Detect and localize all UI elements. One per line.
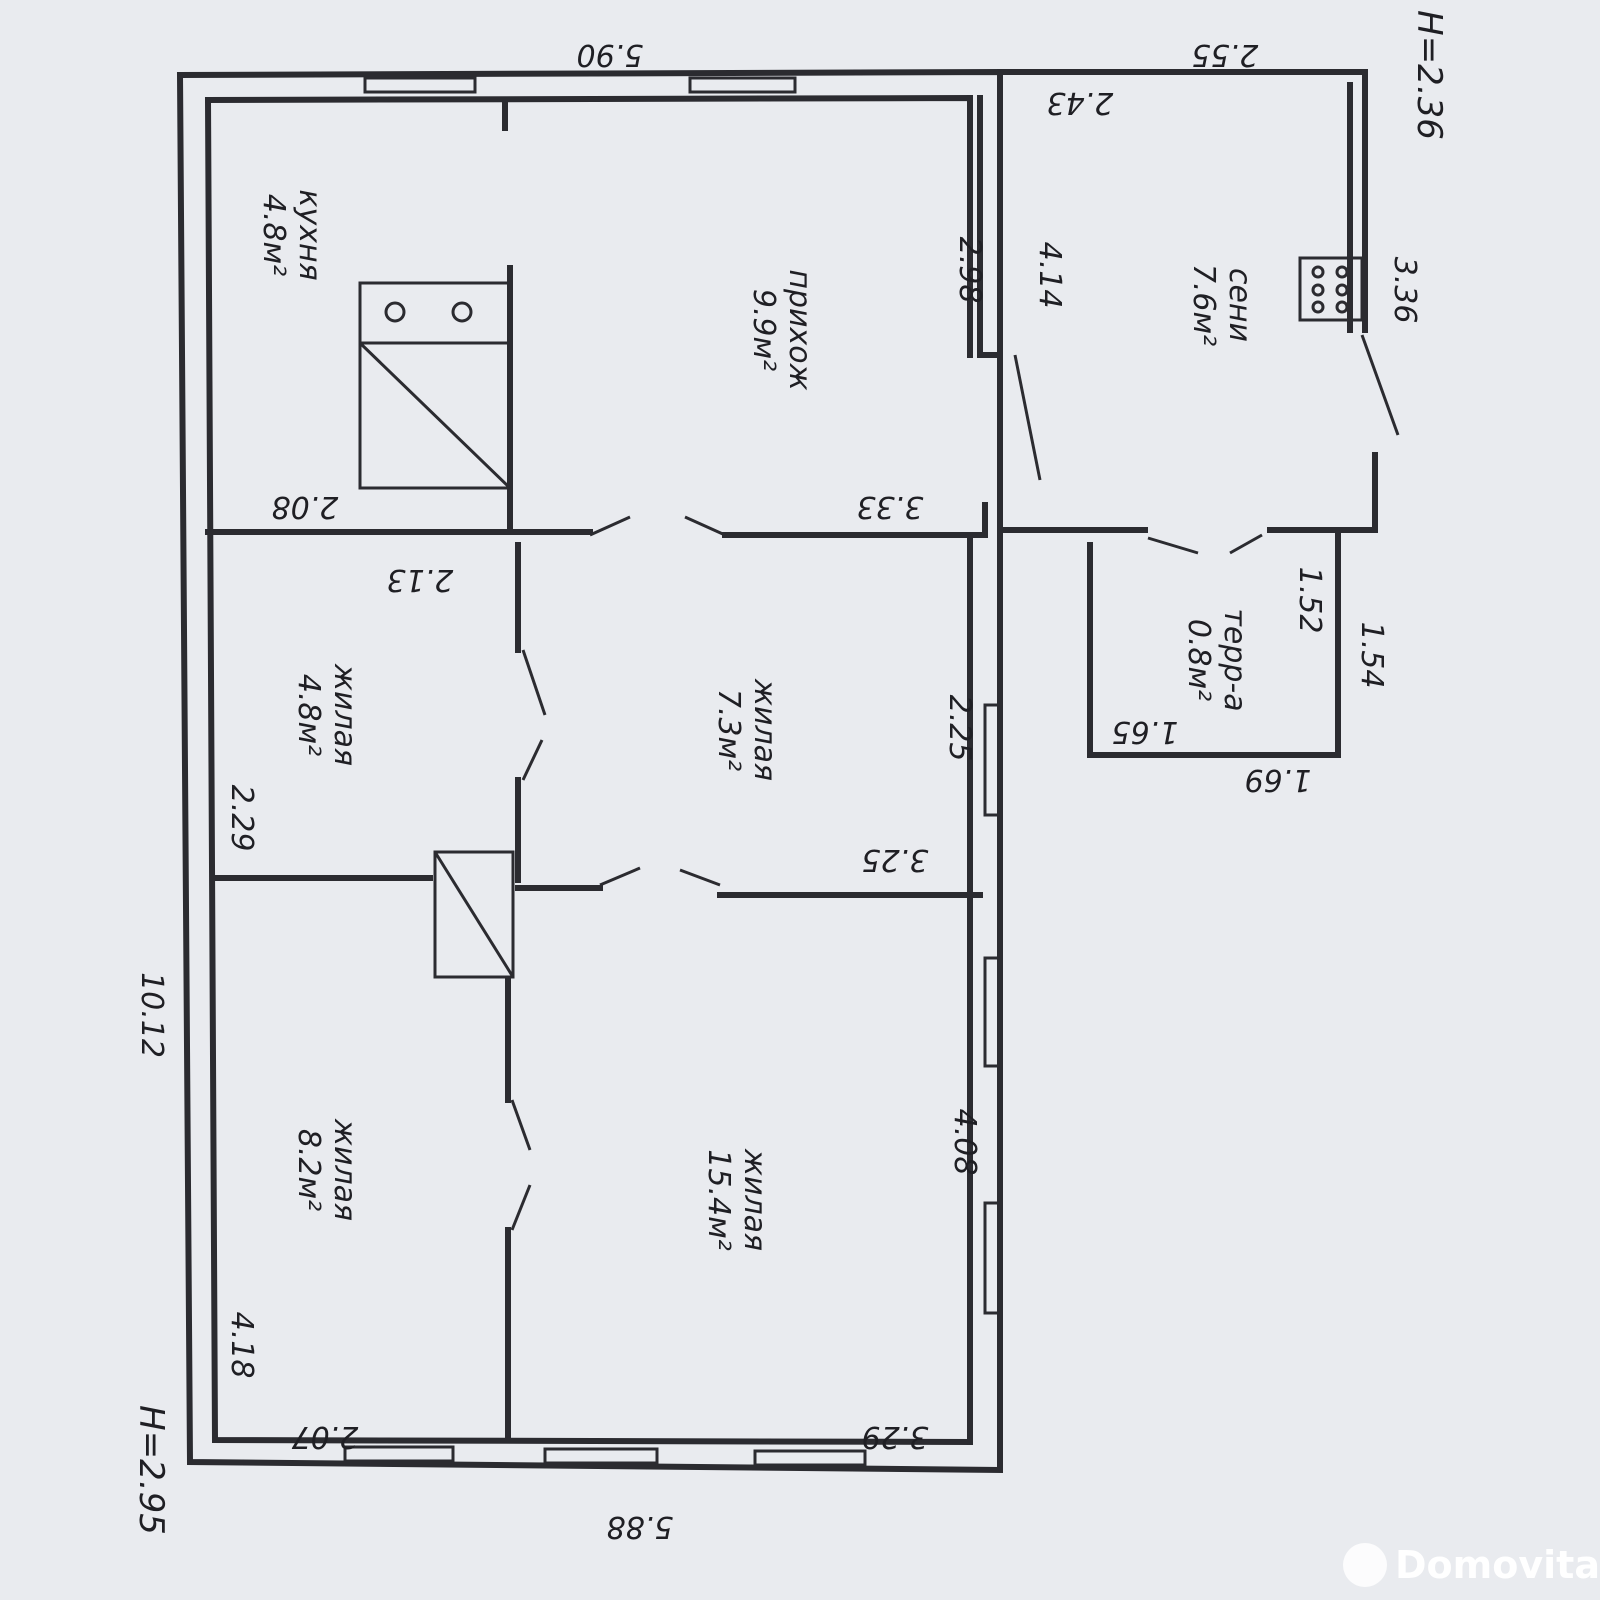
- stove-burner-icon: [1335, 283, 1349, 297]
- room-name: сени: [1222, 268, 1257, 342]
- exterior-wall-main: [176, 68, 1003, 1474]
- window-east-2: [983, 956, 1001, 1068]
- annex-right-lower: [1267, 452, 1378, 533]
- hall-door-left: [589, 515, 631, 537]
- room-name: кухня: [292, 189, 327, 280]
- oven-burner-icon: [451, 301, 473, 323]
- room-name: терр-а: [1217, 608, 1252, 711]
- dim-bottom-main: 5.88: [607, 1509, 674, 1544]
- room-bedroom-nw: жилая 4.8м²: [291, 663, 362, 766]
- room-area: 4.8м²: [256, 194, 291, 276]
- window-east-3: [983, 1201, 1001, 1315]
- window-bottom-2: [543, 1447, 659, 1465]
- window-bottom-1: [343, 1445, 455, 1463]
- ceiling-height-annex: H=2.36: [1409, 10, 1449, 140]
- stove-icon: [1298, 256, 1364, 322]
- mid-se-partition: [515, 885, 983, 898]
- dim-hall-bottom: 3.33: [857, 489, 924, 524]
- dim-kitchen-bottom: 2.08: [272, 489, 339, 524]
- dim-hall-side-a: 2.98: [952, 237, 987, 304]
- stove-burner-icon: [1335, 265, 1349, 279]
- interior-perimeter-line: [204, 94, 973, 1446]
- mid-door-right: [679, 868, 721, 887]
- dim-terr-bottom-a: 1.65: [1112, 714, 1179, 749]
- room-porch: сени 7.6м²: [1186, 264, 1257, 346]
- corridor-door-upper: [521, 649, 547, 716]
- stove-burner-icon: [1311, 265, 1325, 279]
- room-area: 7.6м²: [1186, 264, 1221, 346]
- dim-mid-bottom: 3.25: [862, 842, 929, 877]
- dim-annex-inner: 2.43: [1047, 85, 1114, 120]
- room-name: жилая: [747, 678, 782, 781]
- room-area: 8.2м²: [291, 1129, 326, 1211]
- dim-annex-right: 3.36: [1387, 257, 1422, 324]
- hall-annex-door: [1013, 354, 1042, 481]
- room-bedroom-mid: жилая 7.3м²: [711, 678, 782, 781]
- terrace-door-b: [1229, 533, 1263, 555]
- window-east-1: [983, 703, 1001, 817]
- dim-se-bottom: 3.29: [862, 1419, 929, 1454]
- stove-diagonal: [433, 851, 515, 978]
- ceiling-height-main: H=2.95: [131, 1405, 171, 1535]
- room-name: жилая: [737, 1148, 772, 1251]
- hall-door-right: [684, 515, 726, 537]
- room-name: жилая: [327, 663, 362, 766]
- hall-south-partition: [722, 502, 988, 538]
- mid-door-left: [599, 866, 641, 887]
- terrace-wall: [997, 527, 1341, 758]
- room-kitchen: кухня 4.8м²: [256, 189, 327, 280]
- dim-top-annex: 2.55: [1192, 37, 1259, 72]
- corridor-wall-left: [505, 542, 521, 1443]
- dim-se-side: 4.08: [947, 1109, 982, 1176]
- annex-wall: [997, 69, 1368, 333]
- window-top-right: [688, 76, 797, 94]
- dim-mid-side: 2.25: [942, 695, 977, 762]
- window-top-left: [363, 76, 477, 94]
- room-name: прихож: [782, 269, 817, 390]
- room-name: жилая: [327, 1118, 362, 1221]
- room-area: 9.9м²: [746, 289, 781, 371]
- oven-burner-icon: [384, 301, 406, 323]
- room-area: 7.3м²: [711, 689, 746, 771]
- hall-annex-partition: [977, 95, 1003, 358]
- stove-burner-icon: [1311, 283, 1325, 297]
- kitchen-partition: [205, 265, 593, 535]
- room-area: 4.8м²: [291, 674, 326, 756]
- room-bedroom-sw: жилая 8.2м²: [291, 1118, 362, 1221]
- room-area: 15.4м²: [701, 1149, 736, 1250]
- stove-burner-icon: [1335, 300, 1349, 314]
- dim-sw-bottom: 2.07: [292, 1419, 359, 1454]
- corridor-door-lower: [510, 1099, 532, 1151]
- oven-icon: [358, 281, 512, 490]
- corridor-door-lower-b: [510, 1184, 532, 1231]
- dim-sw-side: 4.18: [224, 1312, 259, 1379]
- stove-burner-icon: [1311, 300, 1325, 314]
- annex-door-swing: [1360, 334, 1400, 436]
- window-bottom-3: [753, 1449, 867, 1467]
- oven-diagonal: [358, 341, 512, 490]
- dim-terr-bottom-b: 1.69: [1245, 762, 1312, 797]
- dim-terr-right-b: 1.54: [1354, 622, 1389, 689]
- watermark-logo-icon: [1343, 1543, 1387, 1587]
- dim-terr-right-a: 1.52: [1292, 567, 1327, 634]
- terrace-door-a: [1147, 536, 1199, 555]
- dim-top-main: 5.90: [577, 37, 644, 72]
- room-terrace: терр-а 0.8м²: [1181, 608, 1252, 711]
- room-hallway: прихож 9.9м²: [746, 269, 817, 390]
- stove-icon-2: [433, 850, 515, 979]
- watermark-text: Domovita: [1395, 1543, 1600, 1587]
- dim-overall-left: 10.12: [134, 972, 169, 1058]
- room-area: 0.8м²: [1181, 619, 1216, 701]
- dim-nw-side: 2.29: [224, 785, 259, 852]
- dim-nw-top: 2.13: [387, 562, 454, 597]
- room-bedroom-se: жилая 15.4м²: [701, 1148, 772, 1251]
- dim-hall-side-b: 4.14: [1032, 242, 1067, 309]
- corridor-door-upper-b: [521, 739, 544, 781]
